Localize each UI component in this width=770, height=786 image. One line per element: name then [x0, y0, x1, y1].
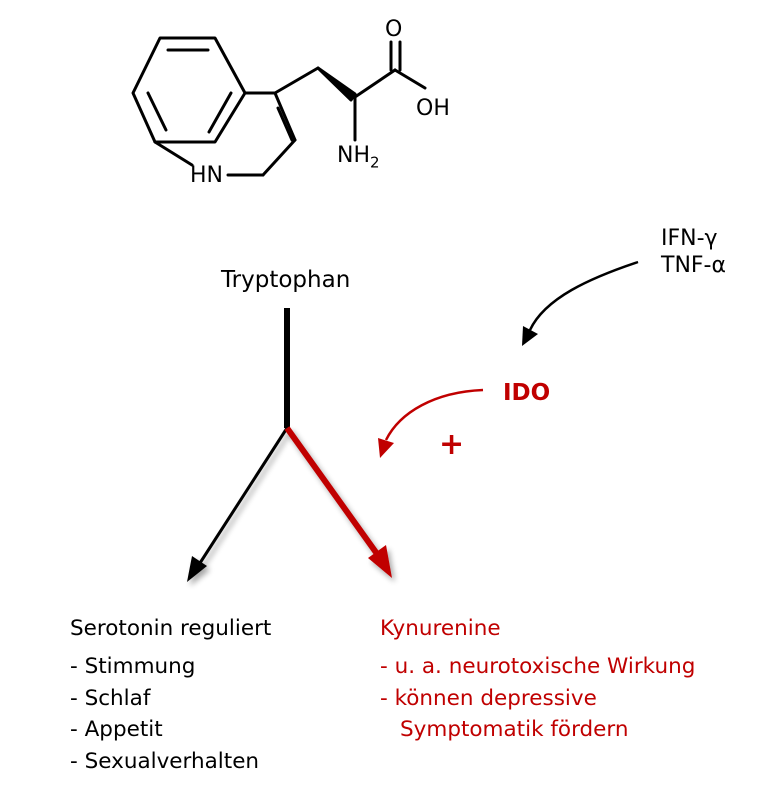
ring-nh-label: HN [190, 163, 223, 188]
ring-bond [261, 138, 297, 177]
serotonin-title: Serotonin reguliert [70, 616, 272, 641]
kynurenine-list: - u. a. neurotoxische Wirkung - können d… [380, 651, 695, 746]
side-chain-bond [273, 66, 320, 95]
list-item: - Schlaf [70, 685, 151, 711]
ido-label: IDO [503, 380, 551, 406]
serotonin-list: - Stimmung - Schlaf - Appetit - Sexualve… [70, 651, 259, 777]
amine-subscript: 2 [370, 153, 380, 172]
ifn-gamma-label: IFN-γ [661, 226, 718, 251]
carbonyl-oxygen-label: O [385, 17, 403, 42]
list-item: - Stimmung [70, 654, 196, 679]
amine-n-text: NH [337, 143, 370, 168]
amine-label: NH2 [337, 142, 380, 176]
list-item: - Appetit [70, 717, 163, 742]
hydroxyl-bond [393, 68, 427, 90]
serotonin-arrow [187, 427, 289, 582]
molecule-structure [131, 36, 427, 177]
benzene-double-bond [146, 91, 168, 132]
list-item: - können depressive [380, 685, 597, 711]
benzene-double-bond [207, 91, 233, 134]
tryptophan-label: Tryptophan [221, 267, 351, 293]
cytokines-label: IFN-γ TNF-α [661, 225, 726, 279]
kynurenine-title: Kynurenine [380, 616, 501, 641]
kynurenine-arrow [284, 426, 392, 578]
ring-double-bond [276, 106, 294, 142]
ring-bond [153, 140, 194, 167]
ring-bond [273, 91, 297, 142]
hydroxyl-label: OH [416, 96, 450, 121]
benzene-ring [131, 36, 247, 144]
list-item: - u. a. neurotoxische Wirkung [380, 654, 696, 679]
cytokine-arrow [522, 260, 639, 346]
tnf-alpha-label: TNF-α [661, 253, 726, 278]
ido-plus-sign: + [439, 427, 465, 462]
ido-arrow [378, 388, 484, 458]
side-chain-bond [353, 68, 397, 99]
list-item: Symptomatik fördern [400, 717, 629, 742]
wedge-bond [316, 66, 357, 102]
list-item: - Sexualverhalten [70, 748, 260, 774]
